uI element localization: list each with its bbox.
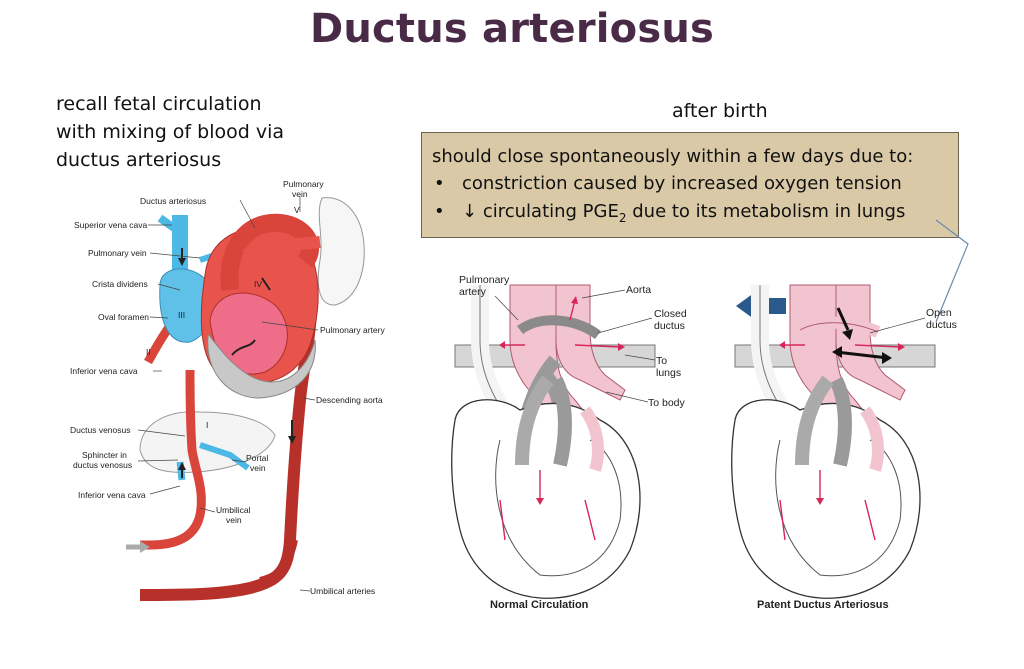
label-portal-vein-1: Portal [246,453,268,463]
intro-text: recall fetal circulation with mixing of … [56,90,356,174]
closure-item-1-text: constriction caused by increased oxygen … [462,173,902,194]
label-roman-iii: III [178,310,185,320]
label-superior-vena-cava: Superior vena cava [74,220,148,230]
label-open-ductus-1: Open [926,307,952,319]
closure-lead: should close spontaneously within a few … [432,143,958,170]
intro-line-2: with mixing of blood via [56,118,356,146]
label-roman-i: I [206,420,208,430]
bullet: • [434,170,445,198]
closure-item-1: • constriction caused by increased oxyge… [432,170,958,198]
label-crista-dividens: Crista dividens [92,279,148,289]
closure-item-2: • ↓ circulating PGE2 due to its metaboli… [432,198,958,227]
label-roman-v: V [294,205,300,215]
label-pulmonary-artery: Pulmonary artery [320,325,385,335]
label-to-lungs-1: To [656,355,667,367]
label-descending-aorta: Descending aorta [316,395,383,405]
label-umbilical-arteries: Umbilical arteries [310,586,375,596]
closure-info-box: should close spontaneously within a few … [421,132,959,238]
label-oval-foramen: Oval foramen [98,312,149,322]
label-portal-vein-2: vein [250,463,266,473]
label-pulmonary-vein-top: Pulmonary [283,179,324,189]
closure-item-2-text-end: due to its metabolism in lungs [632,201,905,222]
label-to-body: To body [648,397,686,409]
label-ductus-venosus: Ductus venosus [70,425,130,435]
caption-patent-ductus: Patent Ductus Arteriosus [757,599,889,611]
label-to-lungs-2: lungs [656,367,681,379]
down-arrow-icon: ↓ [462,201,477,222]
label-inferior-vena-cava: Inferior vena cava [70,366,138,376]
label-pulmonary-vein-top-2: vein [292,189,308,199]
heart-comparison-diagram: Pulmonary artery Aorta Closed ductus To … [440,255,970,620]
caption-normal-circulation: Normal Circulation [490,599,589,611]
label-closed-ductus-2: ductus [654,320,685,332]
closure-item-2-text: circulating PGE [483,201,619,222]
label-sphincter-2: ductus venosus [73,460,132,470]
slide-title: Ductus arteriosus [0,6,1024,52]
label-sphincter-1: Sphincter in [82,450,127,460]
label-ductus-arteriosus: Ductus arteriosus [140,196,206,206]
label-pulmonary-vein: Pulmonary vein [88,248,147,258]
label-aorta: Aorta [626,284,651,296]
intro-line-1: recall fetal circulation [56,90,356,118]
label-umbilical-vein-2: vein [226,515,242,525]
label-closed-ductus-1: Closed [654,308,687,320]
label-open-ductus-2: ductus [926,319,957,331]
label-pulmonary-artery-1: Pulmonary [459,274,510,286]
label-roman-ii: II [146,347,151,357]
bullet: • [434,198,445,226]
label-umbilical-vein-1: Umbilical [216,505,251,515]
after-birth-heading: after birth [672,100,768,122]
closure-item-2-subscript: 2 [619,211,627,225]
label-inferior-vena-cava-2: Inferior vena cava [78,490,146,500]
label-roman-iv: IV [254,279,262,289]
fetal-circulation-diagram: Ductus arteriosus Pulmonary vein V Super… [60,170,400,610]
label-pulmonary-artery-2: artery [459,286,487,298]
